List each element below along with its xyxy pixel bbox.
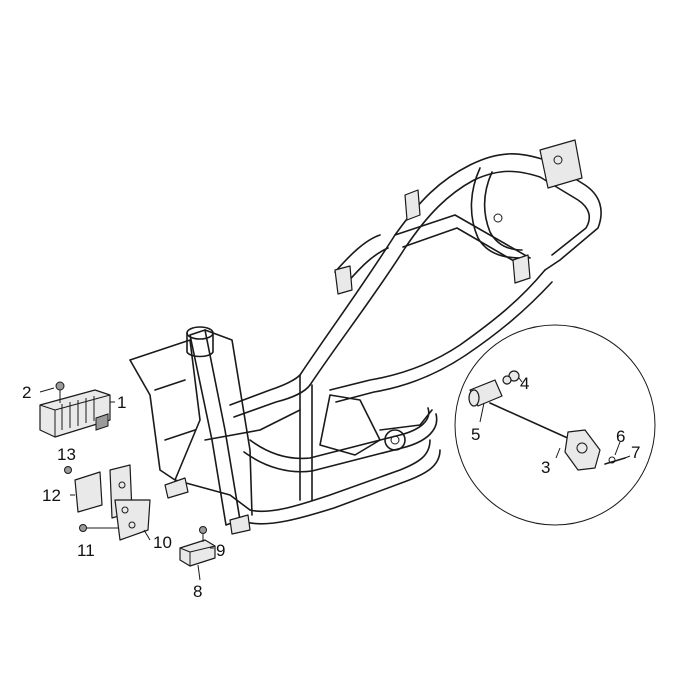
callout-6: 6 bbox=[616, 427, 625, 446]
scooter-frame bbox=[129, 139, 602, 535]
callout-8: 8 bbox=[193, 582, 202, 601]
sensor-3 bbox=[489, 402, 601, 471]
voltage-regulator bbox=[39, 389, 111, 438]
callout-7: 7 bbox=[631, 443, 640, 462]
callout-1: 1 bbox=[117, 393, 126, 412]
washer-6 bbox=[608, 456, 616, 464]
callout-9: 9 bbox=[216, 541, 225, 560]
screw-13 bbox=[64, 466, 72, 474]
bolt-2 bbox=[55, 381, 65, 403]
callout-3: 3 bbox=[541, 458, 550, 477]
callout-11: 11 bbox=[77, 541, 95, 560]
callout-labels: 1 2 3 4 5 6 7 8 9 10 11 12 13 bbox=[22, 374, 640, 601]
screw-11 bbox=[79, 524, 118, 532]
callout-13: 13 bbox=[57, 445, 76, 464]
callout-5: 5 bbox=[471, 425, 480, 444]
callout-10: 10 bbox=[153, 533, 172, 552]
callout-2: 2 bbox=[22, 383, 31, 402]
regulator-bracket bbox=[74, 464, 151, 541]
nut-4 bbox=[502, 370, 520, 385]
callout-4: 4 bbox=[520, 374, 529, 393]
screw-7 bbox=[604, 457, 626, 465]
screw-9 bbox=[199, 526, 207, 542]
bushing-5 bbox=[468, 379, 503, 407]
relay-8 bbox=[179, 539, 216, 567]
detail-circle bbox=[454, 324, 656, 526]
leader-lines bbox=[39, 377, 631, 581]
callout-12: 12 bbox=[42, 486, 61, 505]
